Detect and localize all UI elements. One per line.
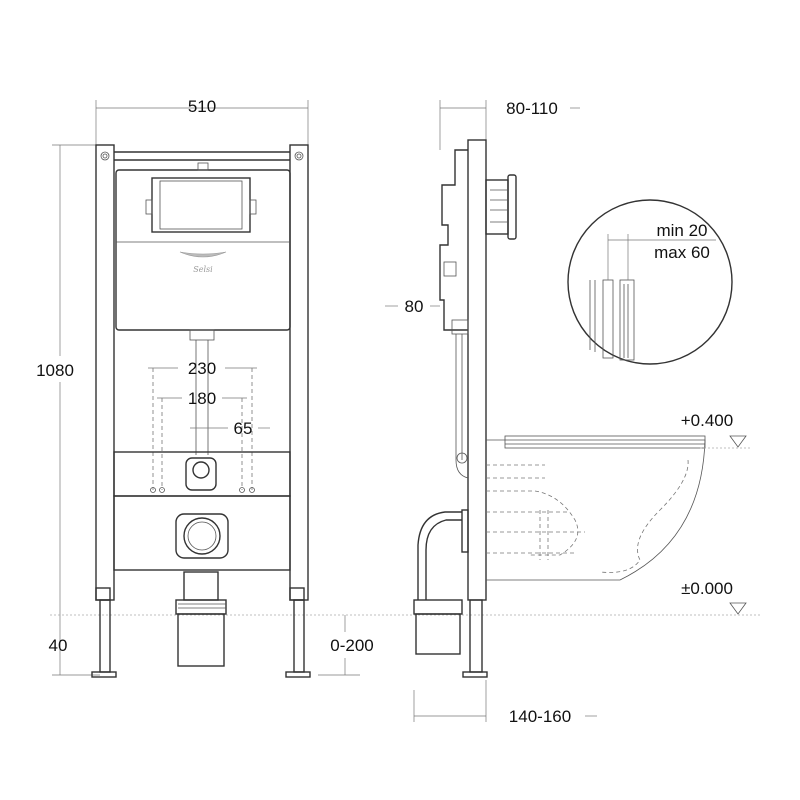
bottom-depth-dimension: 140-160 xyxy=(509,707,571,726)
brand-logo: Selsi xyxy=(179,251,227,274)
svg-text:Selsi: Selsi xyxy=(193,265,213,274)
height-dimension: 1080 xyxy=(36,361,74,380)
wall-thickness-detail: min 20 max 60 xyxy=(567,199,733,365)
spacing-65-dimension: 65 xyxy=(234,419,253,438)
front-view: 510 1080 40 Selsi xyxy=(25,97,760,678)
level-marker-icon xyxy=(729,602,747,615)
spacing-230-dimension: 230 xyxy=(188,359,216,378)
width-dimension: 510 xyxy=(188,97,216,116)
detail-max-label: max 60 xyxy=(654,243,710,262)
level-marker-icon xyxy=(729,435,747,448)
leg-dimension: 40 xyxy=(49,636,68,655)
spacing-180-dimension: 180 xyxy=(188,389,216,408)
floor-level-label: ±0.000 xyxy=(681,579,733,598)
detail-min-label: min 20 xyxy=(656,221,707,240)
adjustment-dimension: 0-200 xyxy=(330,636,373,655)
cistern-depth-dimension: 80 xyxy=(405,297,424,316)
side-view: 80-110 80 xyxy=(385,99,750,726)
seat-level-label: +0.400 xyxy=(681,411,733,430)
top-depth-dimension: 80-110 xyxy=(506,99,558,118)
